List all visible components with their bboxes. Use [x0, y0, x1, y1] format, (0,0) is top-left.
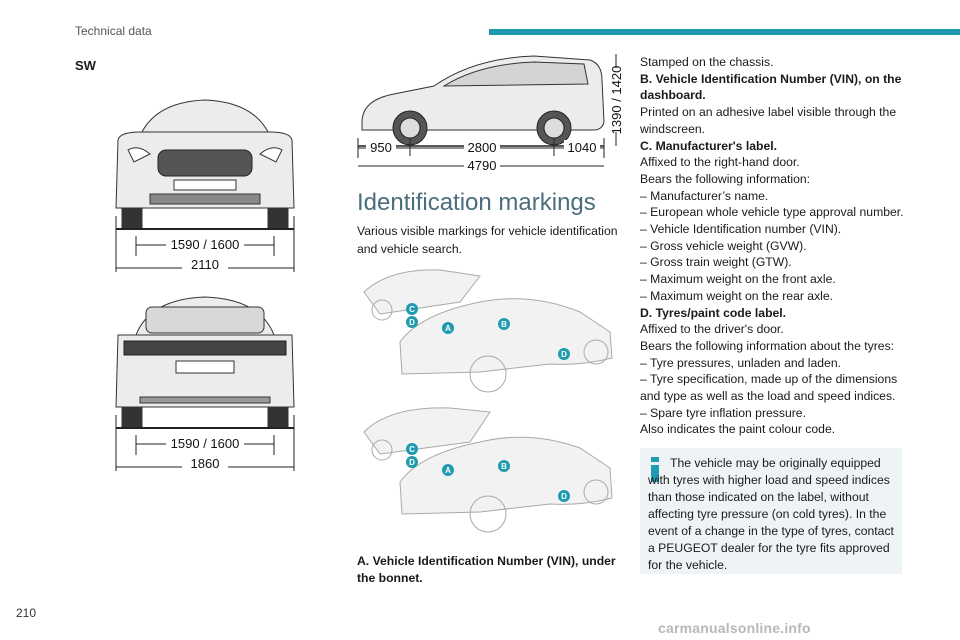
marker-c-sw: C [409, 445, 415, 454]
page-number: 210 [16, 606, 37, 620]
caption-a: A. Vehicle Identification Number (VIN), … [357, 554, 616, 585]
marker-d-sw: D [409, 458, 415, 467]
stamped-line: Stamped on the chassis. [640, 55, 774, 69]
c-bears: Bears the following information: [640, 171, 811, 186]
watermark: carmanualsonline.info [658, 620, 811, 636]
list-item: – Spare tyre inflation pressure. [640, 405, 806, 420]
marker-b-sw: B [501, 462, 507, 471]
marker-d-rear: D [561, 350, 567, 359]
length-label: 4790 [468, 158, 497, 172]
list-item: – Tyre pressures, unladen and laden. [640, 355, 842, 370]
rear-view-diagram: 1590 / 1600 1860 [115, 296, 295, 471]
list-item: – Maximum weight on the rear axle. [640, 288, 834, 303]
front-view-diagram: 1590 / 1600 2110 [115, 99, 295, 272]
list-item: – European whole vehicle type approval n… [640, 205, 904, 220]
c-affixed: Affixed to the right-hand door. [640, 155, 800, 170]
right-column: Stamped on the chassis. B. Vehicle Ident… [640, 54, 908, 438]
info-icon [651, 457, 659, 482]
list-item: – Gross train weight (GTW). [640, 255, 792, 270]
list-item: – Gross vehicle weight (GVW). [640, 238, 807, 253]
info-note-box [640, 448, 902, 574]
header-accent-bar [489, 29, 960, 35]
sw-label: SW [75, 58, 96, 73]
b-title: B. Vehicle Identification Number (VIN), … [640, 71, 902, 103]
b-desc: Printed on an adhesive label visible thr… [640, 105, 897, 136]
marker-d-rear-sw: D [561, 492, 567, 501]
list-item: – Maximum weight on the front axle. [640, 272, 836, 287]
section-header: Technical data [75, 24, 152, 38]
wheelbase-label: 2800 [468, 140, 497, 155]
marker-a-sw: A [445, 466, 451, 475]
marker-c: C [409, 305, 415, 314]
rear-track-label: 1590 / 1600 [171, 436, 240, 451]
list-item: – Tyre specification, made up of the dim… [640, 372, 898, 404]
c-title: C. Manufacturer's label. [640, 138, 777, 153]
front-width-label: 2110 [191, 257, 219, 272]
d-title: D. Tyres/paint code label. [640, 305, 787, 320]
front-track-label: 1590 / 1600 [171, 237, 240, 252]
marker-b: B [501, 320, 507, 329]
list-item: – Manufacturer’s name. [640, 188, 769, 203]
marker-a: A [445, 324, 451, 333]
sw-markers-diagram: C D A B D [363, 407, 613, 533]
height-label: 1390 / 1420 [609, 66, 624, 135]
rear-overhang-label: 1040 [568, 140, 597, 155]
sedan-markers-diagram: C D A B D [363, 269, 613, 393]
d-bears: Bears the following information about th… [640, 338, 895, 353]
front-overhang-label: 950 [370, 140, 392, 155]
rear-width-label: 1860 [191, 456, 220, 471]
list-item: – Vehicle Identification number (VIN). [640, 222, 842, 237]
identification-intro: Various visible markings for vehicle ide… [357, 224, 618, 256]
side-view-diagram: 950 2800 1040 4790 1390 / 1420 [357, 54, 624, 172]
marker-d: D [409, 318, 415, 327]
info-note-text: The vehicle may be originally equipped w… [648, 456, 894, 572]
identification-heading: Identification markings [357, 189, 596, 216]
d-affixed: Affixed to the driver's door. [640, 322, 784, 337]
paint-code-line: Also indicates the paint colour code. [640, 422, 836, 437]
